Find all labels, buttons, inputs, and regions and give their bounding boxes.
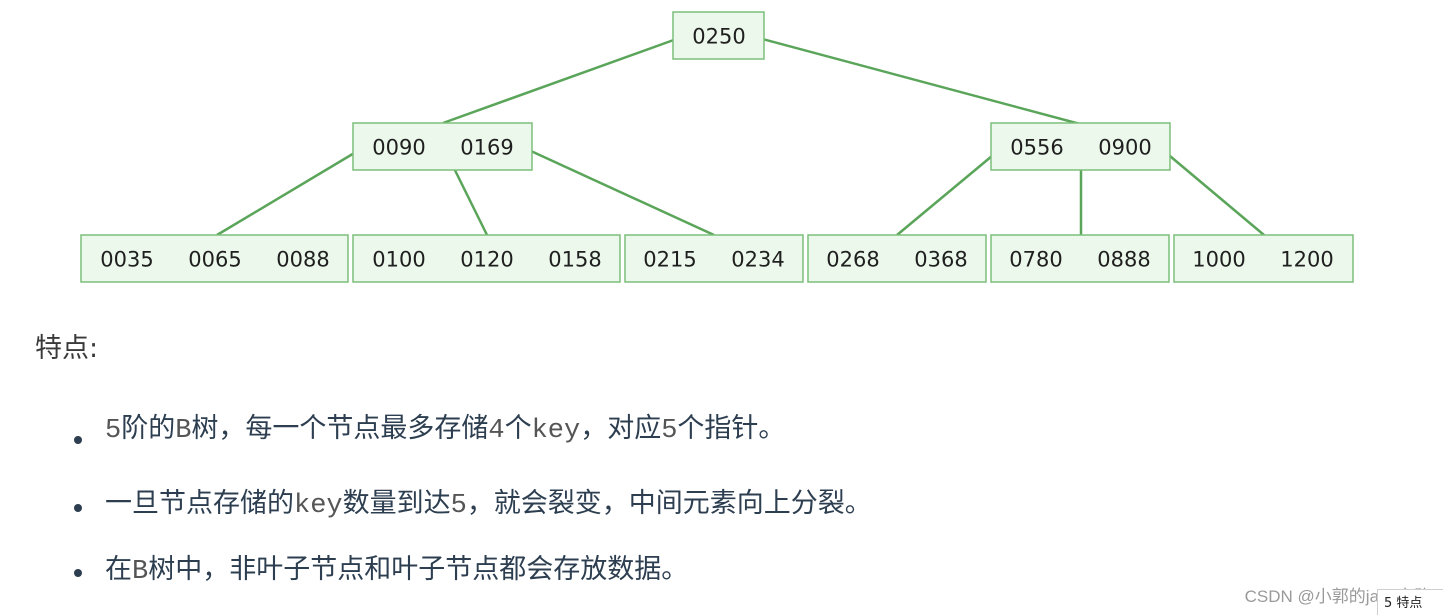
node-key: 0100 — [372, 248, 425, 272]
tree-nodes: 0250 0090 0169 0556 0900 0035 0065 0088 0100 0120… — [80, 11, 1354, 283]
node-key: 0090 — [372, 136, 425, 160]
text-run: 一旦节点存储的 — [105, 488, 294, 519]
node-left: 0090 0169 — [352, 122, 533, 171]
edge-right-leaf6 — [1157, 145, 1265, 236]
node-right: 0556 0900 — [990, 122, 1171, 171]
node-leaf5: 0780 0888 — [990, 234, 1170, 283]
corner-tooltip: 5 特点 — [1377, 589, 1443, 615]
node-box — [80, 234, 349, 283]
node-box — [807, 234, 987, 283]
node-box — [352, 234, 621, 283]
inline-code: B — [132, 557, 149, 587]
node-key: 1200 — [1280, 248, 1333, 272]
inline-code: 5 — [450, 491, 467, 521]
feature-text: 一旦节点存储的key数量到达5，就会裂变，中间元素向上分裂。 — [105, 481, 872, 521]
node-key: 0780 — [1009, 248, 1062, 272]
text-run: 在 — [105, 554, 132, 585]
inline-code: 5 — [661, 416, 678, 446]
text-run: 个 — [504, 413, 532, 444]
edge-left-leaf1 — [216, 144, 367, 237]
node-leaf3: 0215 0234 — [624, 234, 804, 283]
node-leaf2: 0100 0120 0158 — [352, 234, 621, 283]
node-key: 0268 — [826, 248, 879, 272]
text-run: ，就会裂变，中间元素向上分裂。 — [466, 488, 872, 519]
node-key: 0169 — [460, 136, 513, 160]
bullet-icon — [74, 504, 82, 512]
node-root: 0250 — [672, 11, 765, 60]
b-tree-diagram: 0250 0090 0169 0556 0900 0035 0065 0088 0100 0120… — [80, 11, 1354, 283]
node-leaf4: 0268 0368 — [807, 234, 987, 283]
edge-left-leaf3 — [519, 144, 715, 237]
node-box — [624, 234, 804, 283]
inline-code: 4 — [488, 416, 505, 446]
node-box — [1173, 234, 1354, 283]
text-run: 树，每一个节点最多存储 — [191, 413, 489, 444]
features-heading: 特点: — [35, 333, 99, 364]
node-key: 0120 — [460, 248, 513, 272]
node-key: 0900 — [1098, 136, 1151, 160]
text-run: 树中，非叶子节点和叶子节点都会存放数据。 — [148, 554, 689, 585]
node-key: 0234 — [731, 248, 784, 272]
inline-code: key — [531, 416, 581, 446]
inline-code: B — [175, 416, 192, 446]
bullet-icon — [74, 436, 82, 444]
text-run: 个指针。 — [677, 413, 786, 444]
edge-right-leaf4 — [896, 145, 1005, 236]
node-leaf6: 1000 1200 — [1173, 234, 1354, 283]
node-key: 0250 — [692, 25, 745, 49]
node-key: 0556 — [1010, 136, 1063, 160]
text-run: 阶的 — [121, 413, 176, 444]
node-key: 0088 — [276, 248, 329, 272]
inline-code: 5 — [105, 416, 122, 446]
node-leaf1: 0035 0065 0088 — [80, 234, 349, 283]
node-key: 0065 — [188, 248, 241, 272]
text-run: ，对应 — [580, 413, 662, 444]
feature-text: 5阶的B树，每一个节点最多存储4个key，对应5个指针。 — [105, 406, 785, 446]
node-box — [990, 234, 1170, 283]
feature-text: 在B树中，非叶子节点和叶子节点都会存放数据。 — [105, 547, 688, 587]
node-key: 0035 — [100, 248, 153, 272]
inline-code: key — [294, 491, 343, 521]
node-key: 0158 — [548, 248, 601, 272]
node-box — [352, 122, 533, 171]
node-key: 0215 — [643, 248, 696, 272]
tree-edges — [216, 35, 1265, 237]
node-key: 0368 — [914, 248, 967, 272]
edge-root-right — [754, 35, 1081, 126]
node-key: 0888 — [1097, 248, 1150, 272]
edge-root-left — [442, 35, 683, 125]
node-box — [990, 122, 1171, 171]
text-run: 数量到达 — [342, 488, 451, 519]
node-box — [672, 11, 765, 60]
node-key: 1000 — [1192, 248, 1245, 272]
bullet-icon — [74, 569, 82, 577]
